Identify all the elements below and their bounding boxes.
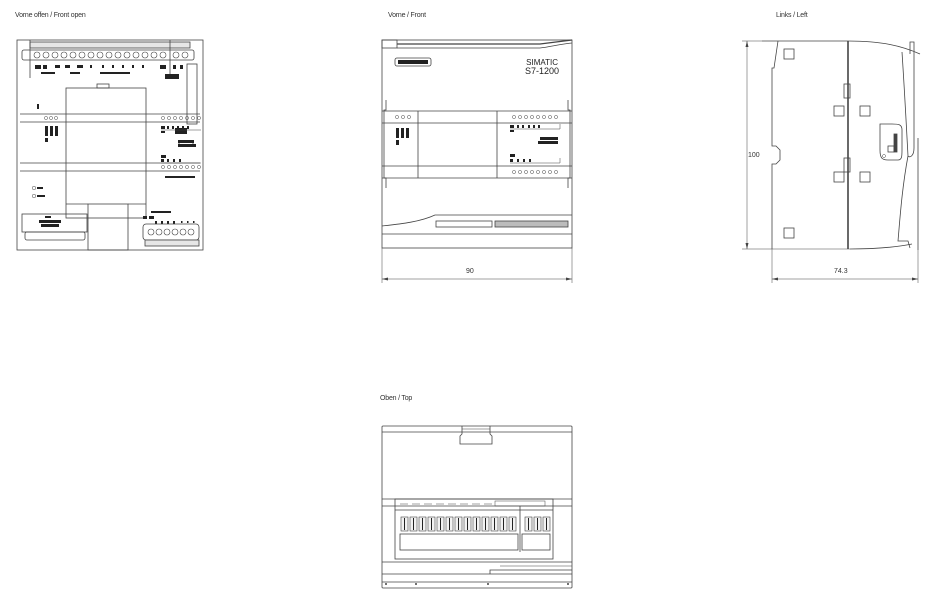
brand-simatic: SIMATIC xyxy=(526,58,558,67)
top-drawing xyxy=(381,425,573,589)
brand-s7-1200: S7-1200 xyxy=(525,66,559,76)
front-open-drawing xyxy=(16,39,204,251)
left-height-dimension: 100 xyxy=(748,152,760,159)
front-drawing: SIMATIC S7-1200 xyxy=(381,39,573,283)
top-view-label: Oben / Top xyxy=(380,395,413,402)
left-drawing xyxy=(742,40,921,283)
left-depth-dimension: 74.3 xyxy=(834,268,848,275)
left-view-label: Links / Left xyxy=(776,12,808,19)
front-open-view-label: Vorne offen / Front open xyxy=(15,12,86,19)
front-width-dimension: 90 xyxy=(466,268,474,275)
front-view-label: Vorne / Front xyxy=(388,12,426,19)
